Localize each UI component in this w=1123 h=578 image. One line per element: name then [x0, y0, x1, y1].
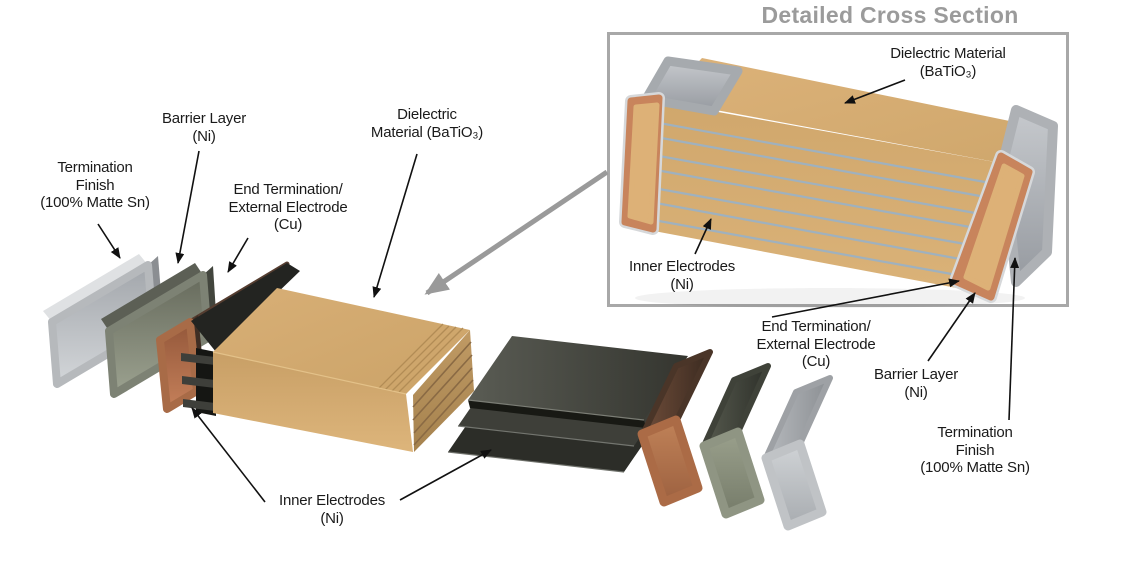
arrow-barrier-layer-right: [927, 292, 976, 362]
exploded-view: [43, 254, 833, 531]
barrier-layer-plate-right: [699, 363, 771, 519]
arrow-dielectric-left: [372, 153, 418, 298]
arrow-termination-finish-left: [97, 223, 121, 259]
label-dielectric-left: Dielectric Material (BaTiO₃): [370, 106, 484, 141]
cross-section-title: Detailed Cross Section: [761, 2, 1019, 28]
inner-electrodes-right-stack: [447, 336, 688, 473]
label-barrier-layer-right: Barrier Layer (Ni): [873, 366, 959, 401]
cross-section-pointer-arrow: [424, 169, 609, 296]
cross-section-chip: [619, 56, 1058, 308]
label-end-termination-left: End Termination/ External Electrode (Cu): [228, 181, 348, 233]
termination-finish-plate-right: [761, 375, 833, 531]
label-barrier-layer-left: Barrier Layer (Ni): [161, 110, 247, 145]
arrow-dielectric-right: [844, 79, 906, 104]
chip-electrode-lines: [646, 119, 987, 277]
arrow-end-termination-left: [227, 237, 249, 273]
label-termination-finish-left: Termination Finish (100% Matte Sn): [40, 159, 150, 211]
label-inner-electrodes-right: Inner Electrodes (Ni): [628, 258, 736, 293]
chip-left-termination-cap: [619, 56, 743, 235]
inner-electrodes-left: [181, 263, 300, 416]
label-termination-finish-right: Termination Finish (100% Matte Sn): [920, 424, 1030, 476]
callout-arrows: [97, 79, 1020, 503]
arrow-barrier-layer-left: [175, 150, 200, 264]
arrow-inner-electrodes-left-a: [191, 407, 266, 503]
chip-front-face: [638, 100, 1006, 289]
chip-top-face: [662, 58, 1044, 164]
arrow-end-termination-right: [771, 278, 960, 318]
dielectric-block: [212, 288, 474, 452]
arrow-inner-electrodes-right: [694, 218, 712, 255]
label-inner-electrodes-left: Inner Electrodes (Ni): [278, 492, 386, 527]
end-termination-plate-right: [637, 349, 713, 507]
arrow-inner-electrodes-left-b: [399, 449, 492, 501]
label-dielectric-right: Dielectric Material (BaTiO₃): [890, 45, 1006, 80]
label-end-termination-right: End Termination/ External Electrode (Cu): [756, 318, 876, 370]
arrow-termination-finish-right: [1008, 257, 1020, 421]
